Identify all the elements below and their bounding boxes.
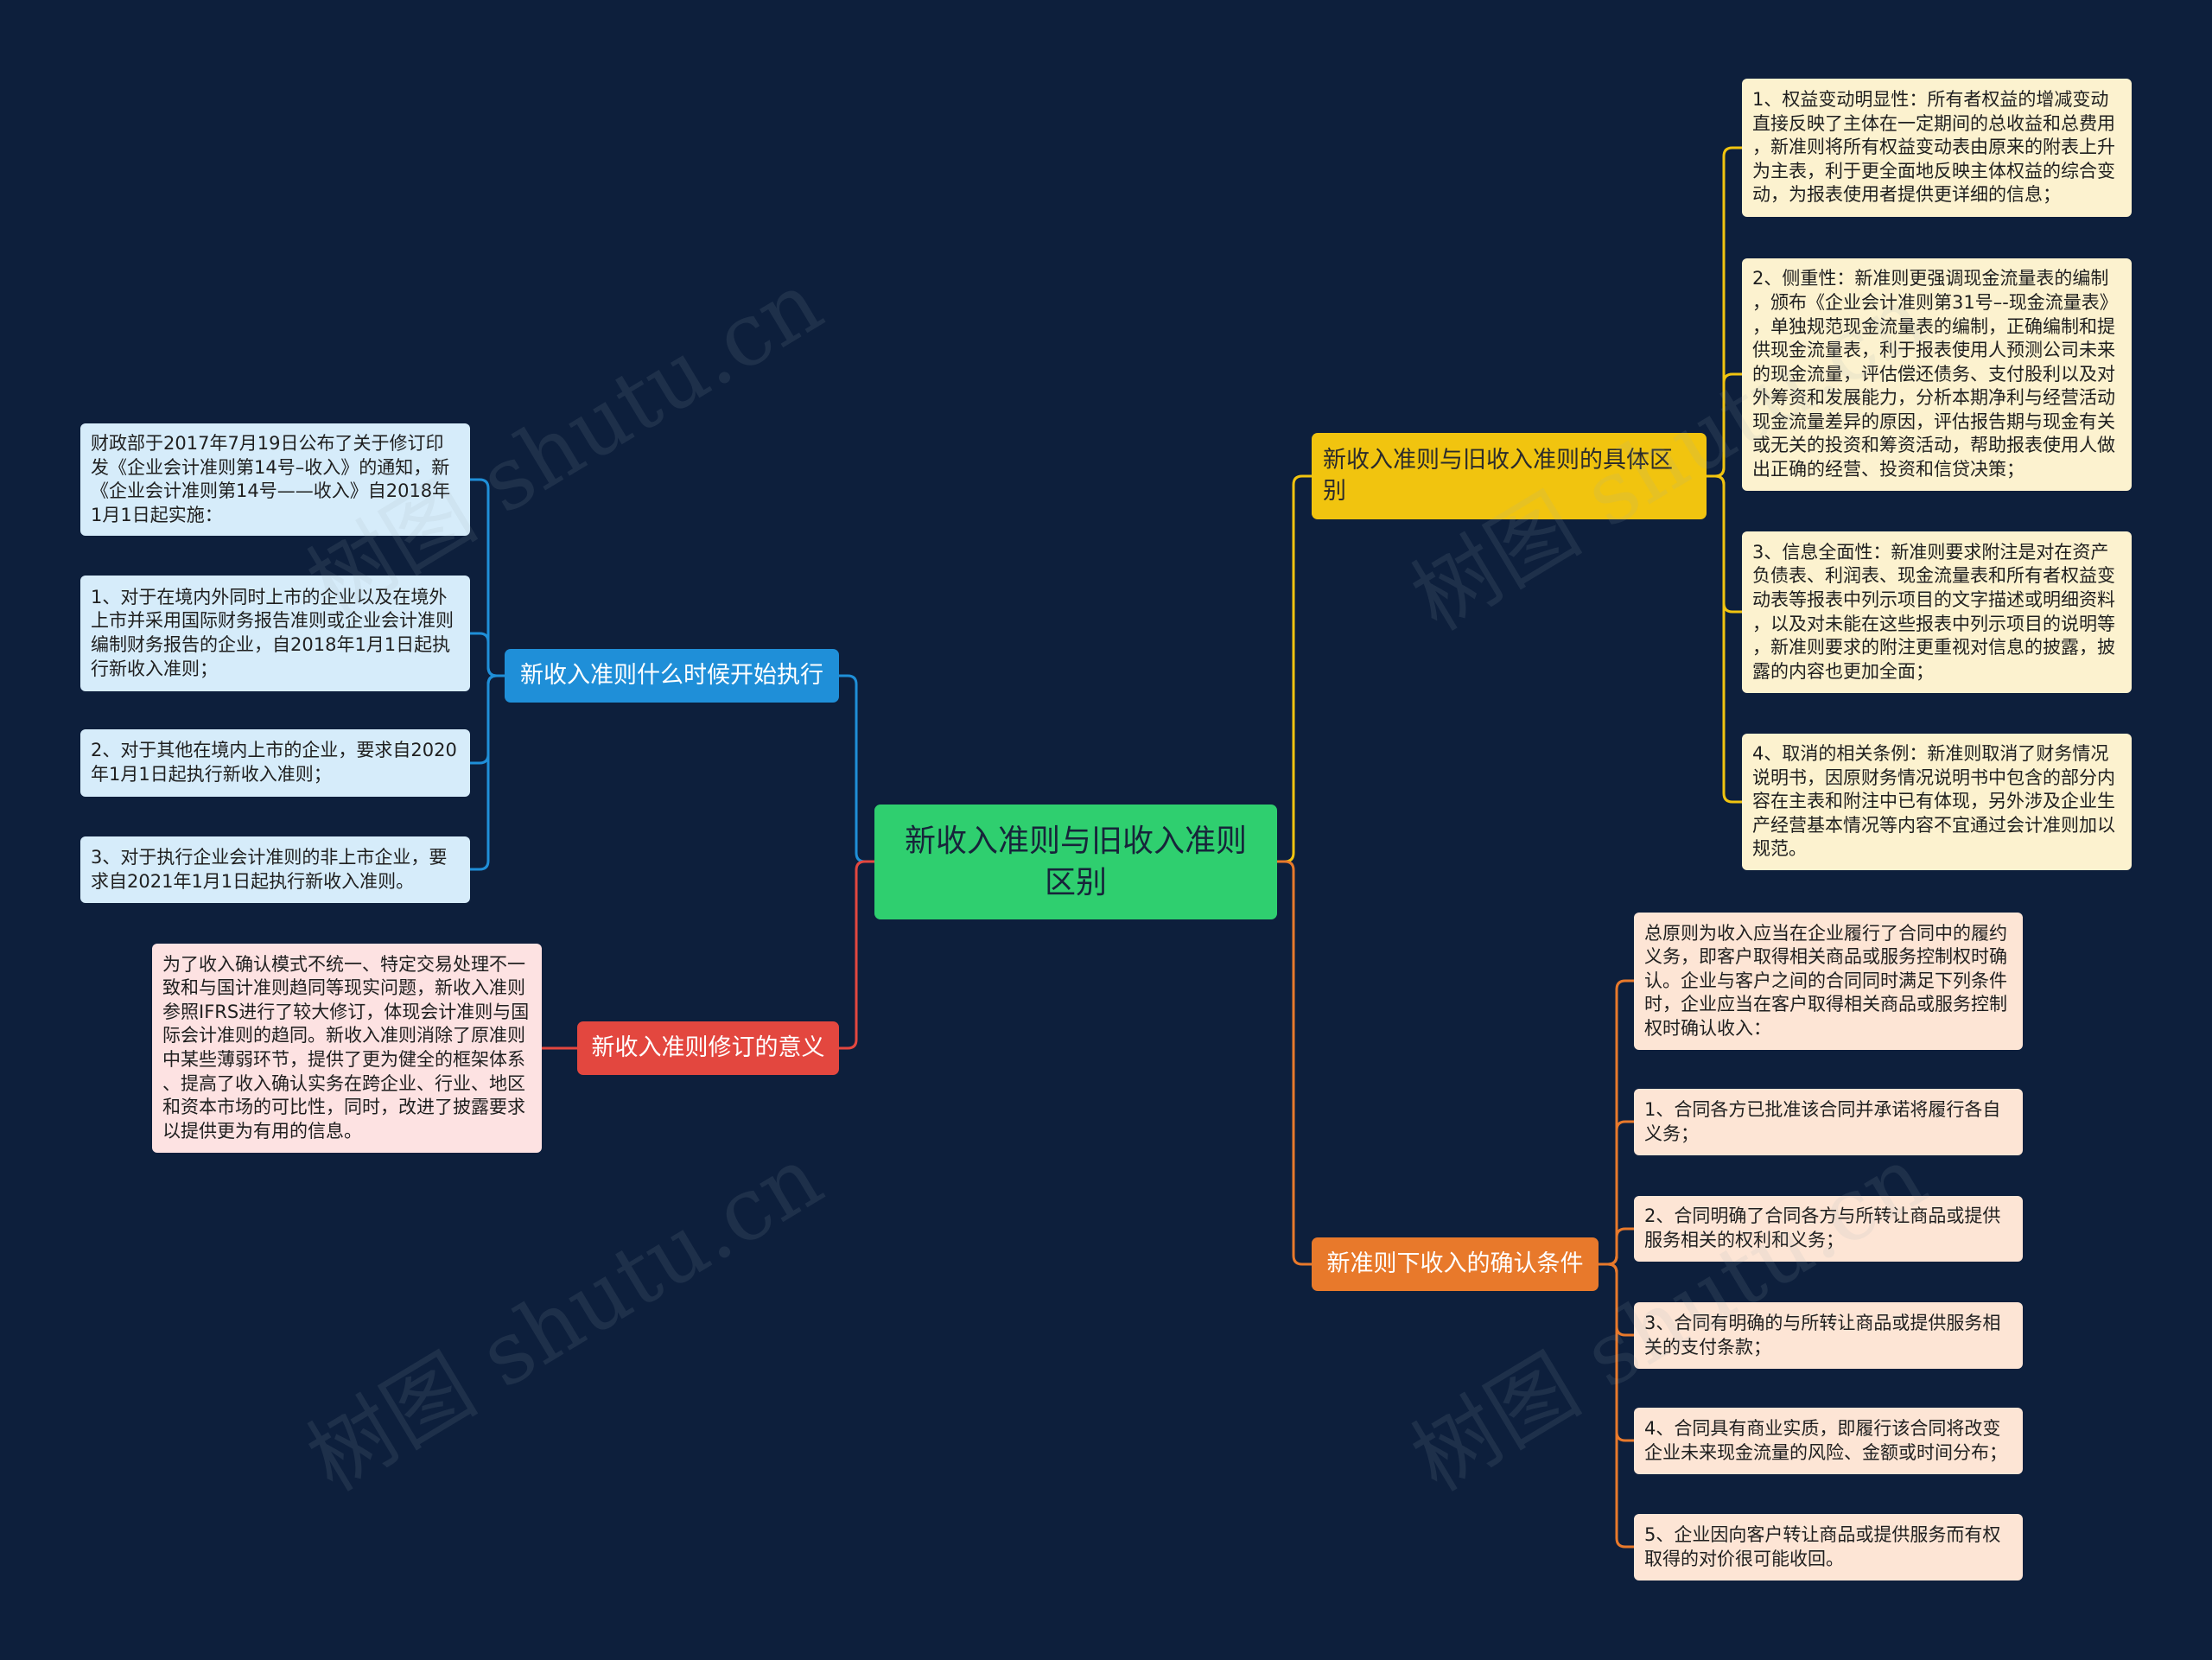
note-text: 3、信息全面性：新准则要求附注是对在资产负债表、利润表、现金流量表和所有者权益变… (1752, 541, 2115, 682)
topic-effective-date-label: 新收入准则什么时候开始执行 (520, 662, 823, 689)
differences-note-0[interactable]: 1、权益变动明显性：所有者权益的增减变动直接反映了主体在一定期间的总收益和总费用… (1742, 79, 2132, 217)
topic-effective-date[interactable]: 新收入准则什么时候开始执行 (505, 649, 839, 703)
significance-note-0[interactable]: 为了收入确认模式不统一、特定交易处理不一致和与国计准则趋同等现实问题，新收入准则… (152, 944, 542, 1153)
connector-root-significance (837, 860, 876, 1050)
recognition-note-0[interactable]: 总原则为收入应当在企业履行了合同中的履约义务，即客户取得相关商品或服务控制权时确… (1634, 913, 2023, 1050)
effective-date-note-3[interactable]: 3、对于执行企业会计准则的非上市企业，要求自2021年1月1日起执行新收入准则。 (80, 836, 470, 903)
connector-differences-note-1 (1705, 372, 1744, 478)
note-text: 4、取消的相关条例：新准则取消了财务情况说明书，因原财务情况说明书中包含的部分内… (1752, 743, 2115, 860)
note-text: 3、对于执行企业会计准则的非上市企业，要求自2021年1月1日起执行新收入准则。 (91, 846, 448, 892)
recognition-note-2[interactable]: 2、合同明确了合同各方与所转让商品或提供服务相关的权利和义务； (1634, 1196, 2023, 1262)
recognition-note-3[interactable]: 3、合同有明确的与所转让商品或提供服务相关的支付条款； (1634, 1302, 2023, 1369)
note-text: 2、对于其他在境内上市的企业，要求自2020年1月1日起执行新收入准则； (91, 740, 457, 785)
note-text: 1、权益变动明显性：所有者权益的增减变动直接反映了主体在一定期间的总收益和总费用… (1752, 89, 2115, 206)
connector-recognition-note-5 (1597, 1262, 1636, 1549)
differences-note-1[interactable]: 2、侧重性：新准则更强调现金流量表的编制，颁布《企业会计准则第31号–-现金流量… (1742, 258, 2132, 491)
note-text: 总原则为收入应当在企业履行了合同中的履约义务，即客户取得相关商品或服务控制权时确… (1644, 922, 2007, 1039)
topic-significance[interactable]: 新收入准则修订的意义 (577, 1021, 839, 1075)
differences-note-2[interactable]: 3、信息全面性：新准则要求附注是对在资产负债表、利润表、现金流量表和所有者权益变… (1742, 531, 2132, 693)
note-text: 3、合同有明确的与所转让商品或提供服务相关的支付条款； (1644, 1312, 2001, 1358)
note-text: 1、合同各方已批准该合同并承诺将履行各自义务； (1644, 1098, 2001, 1144)
connector-effective-date-note-3 (468, 674, 506, 871)
root-topic-label: 新收入准则与旧收入准则区别 (904, 823, 1247, 900)
connector-root-effective-date (837, 674, 876, 863)
topic-differences[interactable]: 新收入准则与旧收入准则的具体区别 (1312, 433, 1707, 519)
root-topic[interactable]: 新收入准则与旧收入准则区别 (874, 805, 1277, 919)
effective-date-note-2[interactable]: 2、对于其他在境内上市的企业，要求自2020年1月1日起执行新收入准则； (80, 729, 470, 797)
note-text: 财政部于2017年7月19日公布了关于修订印发《企业会计准则第14号–收入》的通… (91, 433, 451, 525)
topic-recognition[interactable]: 新准则下收入的确认条件 (1312, 1237, 1599, 1291)
connector-root-differences (1275, 474, 1313, 863)
note-text: 2、侧重性：新准则更强调现金流量表的编制，颁布《企业会计准则第31号–-现金流量… (1752, 268, 2115, 480)
connector-differences-note-3 (1705, 474, 1744, 804)
connector-root-recognition (1275, 860, 1313, 1266)
note-text: 5、企业因向客户转让商品或提供服务而有权取得的对价很可能收回。 (1644, 1523, 2001, 1569)
differences-note-3[interactable]: 4、取消的相关条例：新准则取消了财务情况说明书，因原财务情况说明书中包含的部分内… (1742, 734, 2132, 870)
note-text: 2、合同明确了合同各方与所转让商品或提供服务相关的权利和义务； (1644, 1205, 2001, 1250)
topic-recognition-label: 新准则下收入的确认条件 (1326, 1250, 1584, 1277)
topic-differences-label: 新收入准则与旧收入准则的具体区别 (1323, 447, 1673, 505)
connector-effective-date-note-1 (468, 632, 506, 677)
topic-significance-label: 新收入准则修订的意义 (591, 1034, 825, 1061)
recognition-note-4[interactable]: 4、合同具有商业实质，即履行该合同将改变企业未来现金流量的风险、金额或时间分布； (1634, 1408, 2023, 1474)
note-text: 为了收入确认模式不统一、特定交易处理不一致和与国计准则趋同等现实问题，新收入准则… (162, 953, 530, 1142)
recognition-note-5[interactable]: 5、企业因向客户转让商品或提供服务而有权取得的对价很可能收回。 (1634, 1514, 2023, 1580)
connector-recognition-note-2 (1597, 1227, 1636, 1266)
effective-date-note-0[interactable]: 财政部于2017年7月19日公布了关于修订印发《企业会计准则第14号–收入》的通… (80, 423, 470, 537)
note-text: 4、合同具有商业实质，即履行该合同将改变企业未来现金流量的风险、金额或时间分布； (1644, 1417, 2007, 1463)
note-text: 1、对于在境内外同时上市的企业以及在境外上市并采用国际财务报告准则或企业会计准则… (91, 586, 454, 679)
recognition-note-1[interactable]: 1、合同各方已批准该合同并承诺将履行各自义务； (1634, 1089, 2023, 1155)
effective-date-note-1[interactable]: 1、对于在境内外同时上市的企业以及在境外上市并采用国际财务报告准则或企业会计准则… (80, 576, 470, 691)
